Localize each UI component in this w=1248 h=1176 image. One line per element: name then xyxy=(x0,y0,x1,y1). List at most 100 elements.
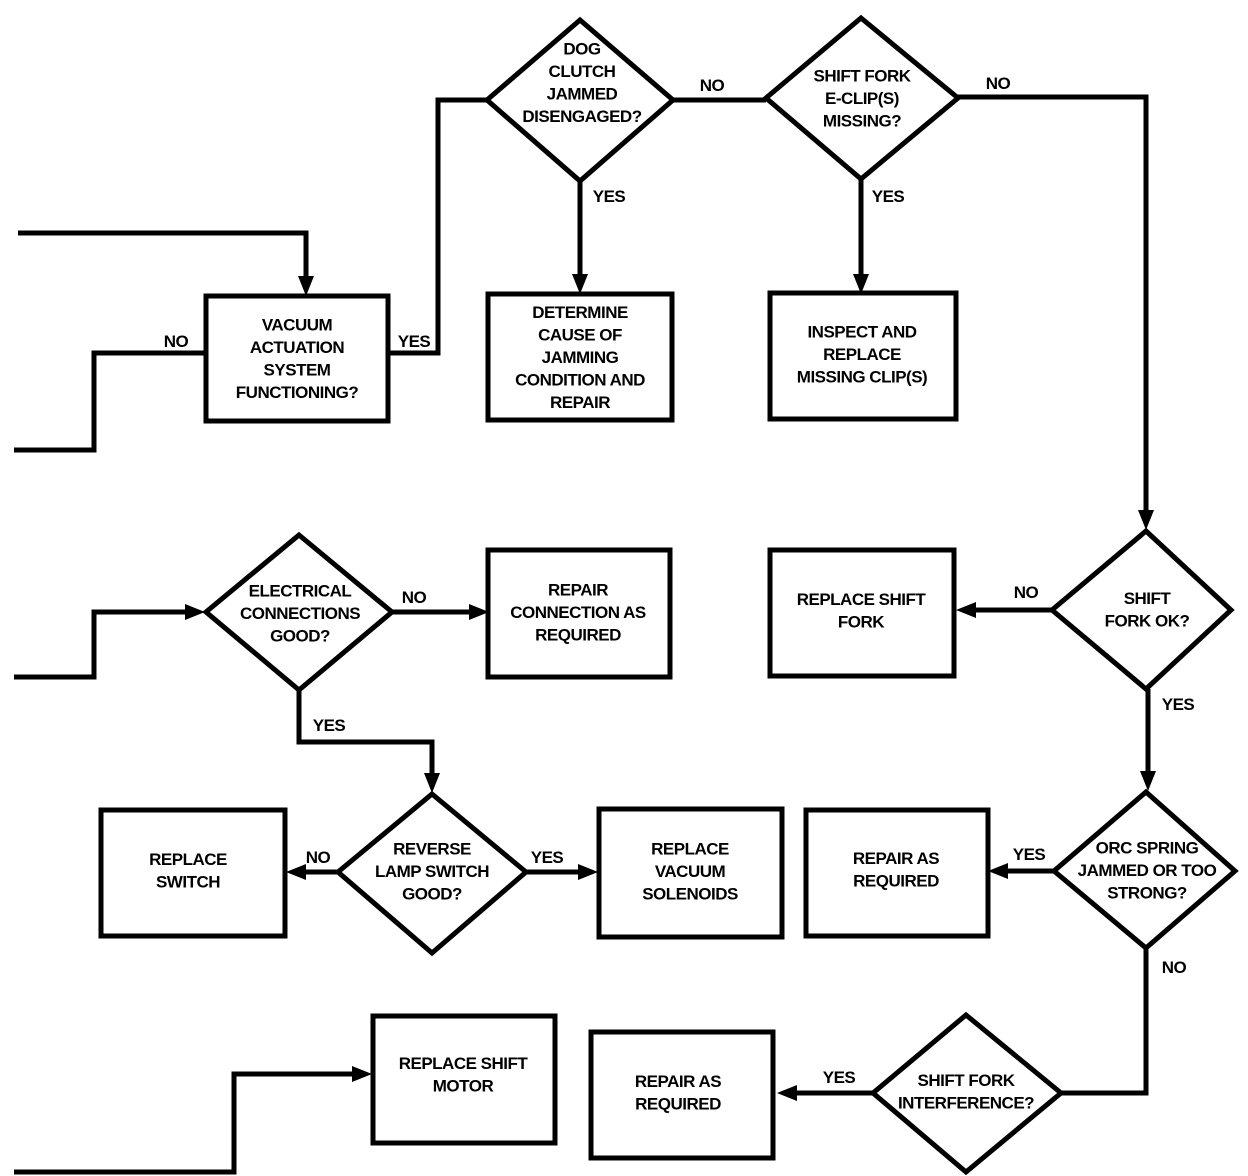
node-text-line: ACTUATION xyxy=(250,338,345,357)
box-repair-connection xyxy=(485,547,673,680)
node-text-line: SHIFT FORK xyxy=(814,67,912,86)
node-text-line: DISENGAGED? xyxy=(522,107,641,126)
arrowhead xyxy=(988,863,1008,879)
node-text-line: MOTOR xyxy=(433,1076,494,1095)
arrowhead xyxy=(956,602,976,618)
inspect-replace-clip-text: INSPECT AND REPLACE MISSING CLIP(S) xyxy=(797,323,927,387)
replace-shift-motor-text: REPLACE SHIFT MOTOR xyxy=(399,1054,529,1096)
connector-vacuum-no xyxy=(14,350,206,453)
node-text-line: GOOD? xyxy=(270,627,330,646)
node-text-line: CONNECTIONS xyxy=(240,604,360,623)
edge-label-no: NO xyxy=(164,332,189,351)
edge-labels: NO YES YES NO YES NO NO YES NO YES NO YE… xyxy=(164,74,1195,1087)
node-text-line: REPAIR xyxy=(548,581,608,600)
orc-spring-text: ORC SPRING JAMMED OR TOO STRONG? xyxy=(1078,839,1217,903)
edge-label-yes: YES xyxy=(1162,695,1195,714)
repair-as-required-1-text: REPAIR AS REQUIRED xyxy=(853,849,939,891)
node-text-line: REPLACE xyxy=(149,850,227,869)
box-replace-shift-motor xyxy=(370,1013,558,1146)
node-text-line: REQUIRED xyxy=(535,626,621,645)
node-text-line: REQUIRED xyxy=(635,1094,721,1113)
arrowhead xyxy=(572,274,588,294)
node-text-line: REPLACE xyxy=(651,840,729,859)
node-text-line: STRONG? xyxy=(1107,884,1187,903)
connector-electrical-yes xyxy=(296,690,435,781)
box-replace-switch xyxy=(98,807,288,939)
edge-label-no: NO xyxy=(986,74,1011,93)
node-text-line: INSPECT AND xyxy=(807,323,916,342)
shift-fork-interference-text: SHIFT FORK INTERFERENCE? xyxy=(898,1071,1034,1113)
connector-incoming-electrical xyxy=(14,609,193,680)
edge-label-yes: YES xyxy=(872,187,905,206)
box-replace-shift-fork xyxy=(767,547,957,679)
node-text-line: SHIFT FORK xyxy=(918,1071,1016,1090)
node-text-line: CLUTCH xyxy=(549,62,616,81)
arrowhead xyxy=(1140,771,1156,791)
diamond-dog-clutch xyxy=(483,16,677,185)
arrowhead xyxy=(777,1085,797,1101)
node-text-line: ORC SPRING xyxy=(1096,839,1199,858)
arrowhead xyxy=(578,864,598,880)
node-text-line: SHIFT xyxy=(1124,589,1172,608)
shapes xyxy=(98,14,1239,1176)
node-text-line: INTERFERENCE? xyxy=(898,1093,1034,1112)
node-text-line: CONNECTION AS xyxy=(510,603,646,622)
node-text-line: E-CLIP(S) xyxy=(825,89,899,108)
node-text-line: DOG xyxy=(563,39,601,58)
edge-label-yes: YES xyxy=(398,332,431,351)
repair-connection-text: REPAIR CONNECTION AS REQUIRED xyxy=(510,581,646,645)
connector-incoming-top xyxy=(18,230,309,286)
node-text-line: REPLACE xyxy=(823,345,901,364)
diamond-shift-fork-ok xyxy=(1048,527,1235,693)
edge-label-yes: YES xyxy=(593,187,626,206)
node-text-line: REPLACE SHIFT xyxy=(399,1054,529,1073)
arrowhead xyxy=(286,864,306,880)
node-text-line: SOLENOIDS xyxy=(642,885,738,904)
node-text-line: LAMP SWITCH xyxy=(375,862,489,881)
edge-label-no: NO xyxy=(306,848,331,867)
arrowhead xyxy=(298,276,314,296)
connector-eclip-no xyxy=(958,94,1149,518)
connector-incoming-motor xyxy=(14,1071,360,1175)
edge-label-yes: YES xyxy=(823,1068,856,1087)
diamond-reverse-lamp-switch xyxy=(334,790,530,957)
node-text-line: JAMMING xyxy=(542,348,619,367)
node-text-line: MISSING CLIP(S) xyxy=(797,368,927,387)
arrowheads xyxy=(185,274,1156,1101)
node-text-line: REVERSE xyxy=(393,840,471,859)
edge-label-yes: YES xyxy=(1013,845,1046,864)
connector-lines xyxy=(14,94,1151,1175)
node-text-line: CONDITION AND xyxy=(515,371,645,390)
node-text-line: REQUIRED xyxy=(853,871,939,890)
edge-label-no: NO xyxy=(1162,958,1187,977)
node-text-line: GOOD? xyxy=(402,885,462,904)
arrowhead xyxy=(185,604,205,620)
edge-label-no: NO xyxy=(402,588,427,607)
node-text-line: DETERMINE xyxy=(532,303,628,322)
diamond-shift-fork-eclip xyxy=(762,14,962,183)
box-repair-as-required-2 xyxy=(588,1029,776,1161)
replace-shift-fork-text: REPLACE SHIFT FORK xyxy=(797,590,927,632)
node-text-line: FORK xyxy=(838,612,885,631)
node-text-line: JAMMED OR TOO xyxy=(1078,861,1217,880)
box-repair-as-required-1 xyxy=(803,807,991,939)
diamond-orc-spring xyxy=(1050,788,1239,952)
node-text-line: CAUSE OF xyxy=(538,326,622,345)
connector-orc-no xyxy=(1061,948,1149,1096)
node-text-line: SYSTEM xyxy=(264,360,331,379)
node-text-line: FORK OK? xyxy=(1105,611,1190,630)
box-vacuum-actuation xyxy=(203,293,391,424)
arrowhead xyxy=(424,773,440,793)
node-text-line: REPLACE SHIFT xyxy=(797,590,927,609)
node-text-line: REPAIR AS xyxy=(853,849,939,868)
box-inspect-replace-clip xyxy=(767,290,959,422)
node-text-line: ELECTRICAL xyxy=(249,582,352,601)
diamond-electrical-connections xyxy=(202,531,396,694)
box-replace-vacuum-solenoids xyxy=(596,806,785,940)
